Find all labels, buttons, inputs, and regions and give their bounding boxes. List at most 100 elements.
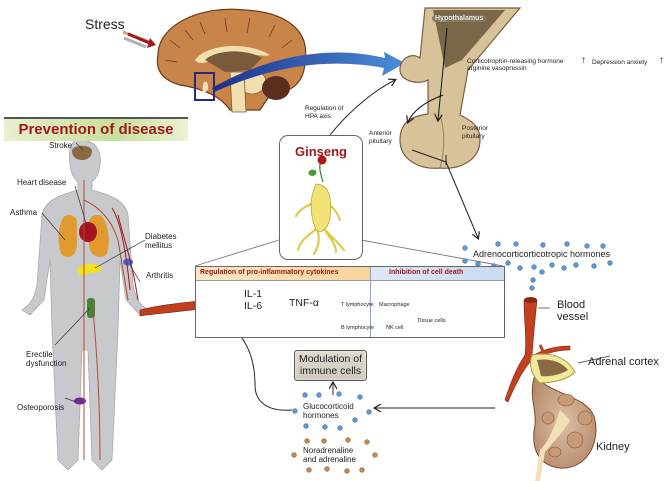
acth-dot	[539, 269, 545, 275]
blood-vessel-label-line2: vessel	[557, 311, 589, 323]
posterior-pituitary-line2: pituitary	[462, 133, 485, 140]
glucocorticoid-dot	[303, 423, 309, 429]
modulation-label-line1: Modulation of	[298, 353, 363, 365]
asthma-label: Asthma	[10, 208, 38, 217]
acth-dot	[600, 243, 606, 249]
noradrenaline-dot	[306, 467, 312, 473]
glucocorticoid-dot	[366, 409, 372, 415]
cytokine-il6: IL-6	[244, 300, 263, 312]
acth-dot	[573, 262, 579, 268]
glucocorticoid-dot	[337, 425, 343, 431]
t-lymphocyte-label: T lymphocyte	[341, 302, 374, 308]
noradrenaline-label-line2: and adrenaline	[303, 455, 356, 464]
glucocorticoid-dot	[322, 424, 328, 430]
regulation-label-line2: HPA axis	[305, 113, 331, 120]
pituitary-highlight-box	[194, 72, 215, 101]
glucocorticoid-dot	[357, 394, 363, 400]
noradrenaline-dot	[372, 452, 378, 458]
acth-dot	[462, 245, 468, 251]
diabetes-label-line2: mellitus	[145, 241, 173, 250]
cell-death-header: Inhibition of cell death	[389, 269, 464, 276]
noradrenaline-dot	[304, 438, 310, 444]
acth-dot	[531, 264, 537, 270]
prevention-title: Prevention of disease	[18, 121, 174, 138]
panel-divider	[370, 267, 372, 337]
acth-dot	[591, 263, 597, 269]
acth-dot	[505, 260, 511, 266]
depression-label: Depression anxiety	[592, 59, 648, 66]
cytokine-il1: IL-1	[244, 288, 263, 300]
anterior-pituitary-line1: Anterior	[369, 130, 392, 137]
acth-dot	[530, 277, 536, 283]
glucocorticoid-label-line2: hormones	[303, 411, 339, 420]
acth-dot	[561, 265, 567, 271]
acth-dot	[513, 241, 519, 247]
acth-dot	[540, 242, 546, 248]
acth-dot	[495, 241, 501, 247]
noradrenaline-dot	[364, 439, 370, 445]
pituitary-to-acth-arrow-icon	[445, 161, 478, 238]
acth-hormone-dots	[462, 241, 613, 291]
glucocorticoid-dot	[316, 392, 322, 398]
cell-death-header-bg: Inhibition of cell death	[371, 267, 504, 281]
noradrenaline-dot	[291, 452, 297, 458]
cytokine-header-bg: Regulation of pro-inflammatory cytokines	[196, 267, 370, 281]
noradrenaline-dot	[345, 437, 351, 443]
prevention-banner: Prevention of disease	[4, 117, 188, 141]
hypothalamus-label: Hypothalamus	[432, 15, 487, 22]
glucocorticoid-dot	[292, 408, 298, 414]
glucocorticoid-dot	[352, 417, 358, 423]
depression-up-arrow-icon: ↑	[659, 55, 664, 66]
acth-dot	[584, 243, 590, 249]
posterior-pituitary-line1: Posterior	[462, 125, 489, 132]
noradrenaline-label-line1: Noradrenaline	[303, 446, 354, 455]
acth-dot	[549, 262, 555, 268]
noradrenaline-dots	[291, 437, 378, 474]
stroke-label: Stroke	[49, 141, 73, 150]
ginseng-box: Ginseng	[279, 135, 363, 260]
modulation-label-line2: immune cells	[299, 365, 362, 377]
modulation-box: Modulation of immune cells	[294, 350, 367, 381]
glucocorticoid-dots	[292, 391, 372, 431]
b-lymphocyte-label: B lymphocyte	[341, 325, 375, 331]
diabetes-label-line1: Diabetes	[145, 232, 177, 241]
anterior-pituitary-line2: pituitary	[369, 138, 392, 145]
acth-dot	[564, 241, 570, 247]
acth-dot	[517, 265, 523, 271]
noradrenaline-dot	[321, 438, 327, 444]
ginseng-effects-panel: Regulation of pro-inflammatory cytokines…	[195, 266, 505, 338]
kidney-illustration	[529, 288, 611, 481]
kidney-label: Kidney	[596, 441, 630, 453]
arthritis-label: Arthritis	[146, 271, 174, 280]
regulation-arrow-icon	[329, 80, 395, 136]
crh-up-arrow-icon: ↑	[581, 55, 586, 66]
acth-dot	[607, 260, 613, 266]
ginseng-title: Ginseng	[294, 144, 347, 159]
stress-label: Stress	[85, 16, 125, 32]
brain-illustration	[156, 8, 307, 113]
adrenal-cortex-label: Adrenal cortex	[588, 356, 659, 368]
crh-label-line2: arginine vasopressin	[467, 65, 527, 72]
heart-disease-label: Heart disease	[17, 178, 67, 187]
stress-arrow-icon	[122, 30, 156, 49]
macrophage-label: Macrophage	[379, 302, 410, 308]
curved-blue-arrow-icon	[212, 52, 405, 92]
crh-label-line1: Corticotrophin-releasing hormone	[467, 58, 564, 65]
glucocorticoid-dot	[336, 391, 342, 397]
cytokine-header: Regulation of pro-inflammatory cytokines	[200, 269, 339, 276]
cytokine-tnf: TNF-α	[289, 297, 319, 309]
erectile-label-line1: Erectile	[26, 350, 53, 359]
acth-dot	[529, 285, 535, 291]
nk-cell-label: NK cell	[386, 325, 404, 331]
tissue-cells-label: Tissue cells	[417, 318, 446, 324]
hypothalamus-pituitary-illustration	[399, 7, 522, 169]
glucocorticoid-label-line1: Glucocorticoid	[303, 402, 354, 411]
erectile-label-line2: dysfunction	[26, 359, 67, 368]
noradrenaline-dot	[324, 466, 330, 472]
regulation-label-line1: Regulation of	[305, 105, 344, 112]
human-body-illustration	[21, 139, 149, 471]
glucocorticoid-dot	[302, 392, 308, 398]
blood-vessel-label-line1: Blood	[557, 299, 586, 311]
noradrenaline-dot	[344, 468, 350, 474]
noradrenaline-dot	[359, 467, 365, 473]
